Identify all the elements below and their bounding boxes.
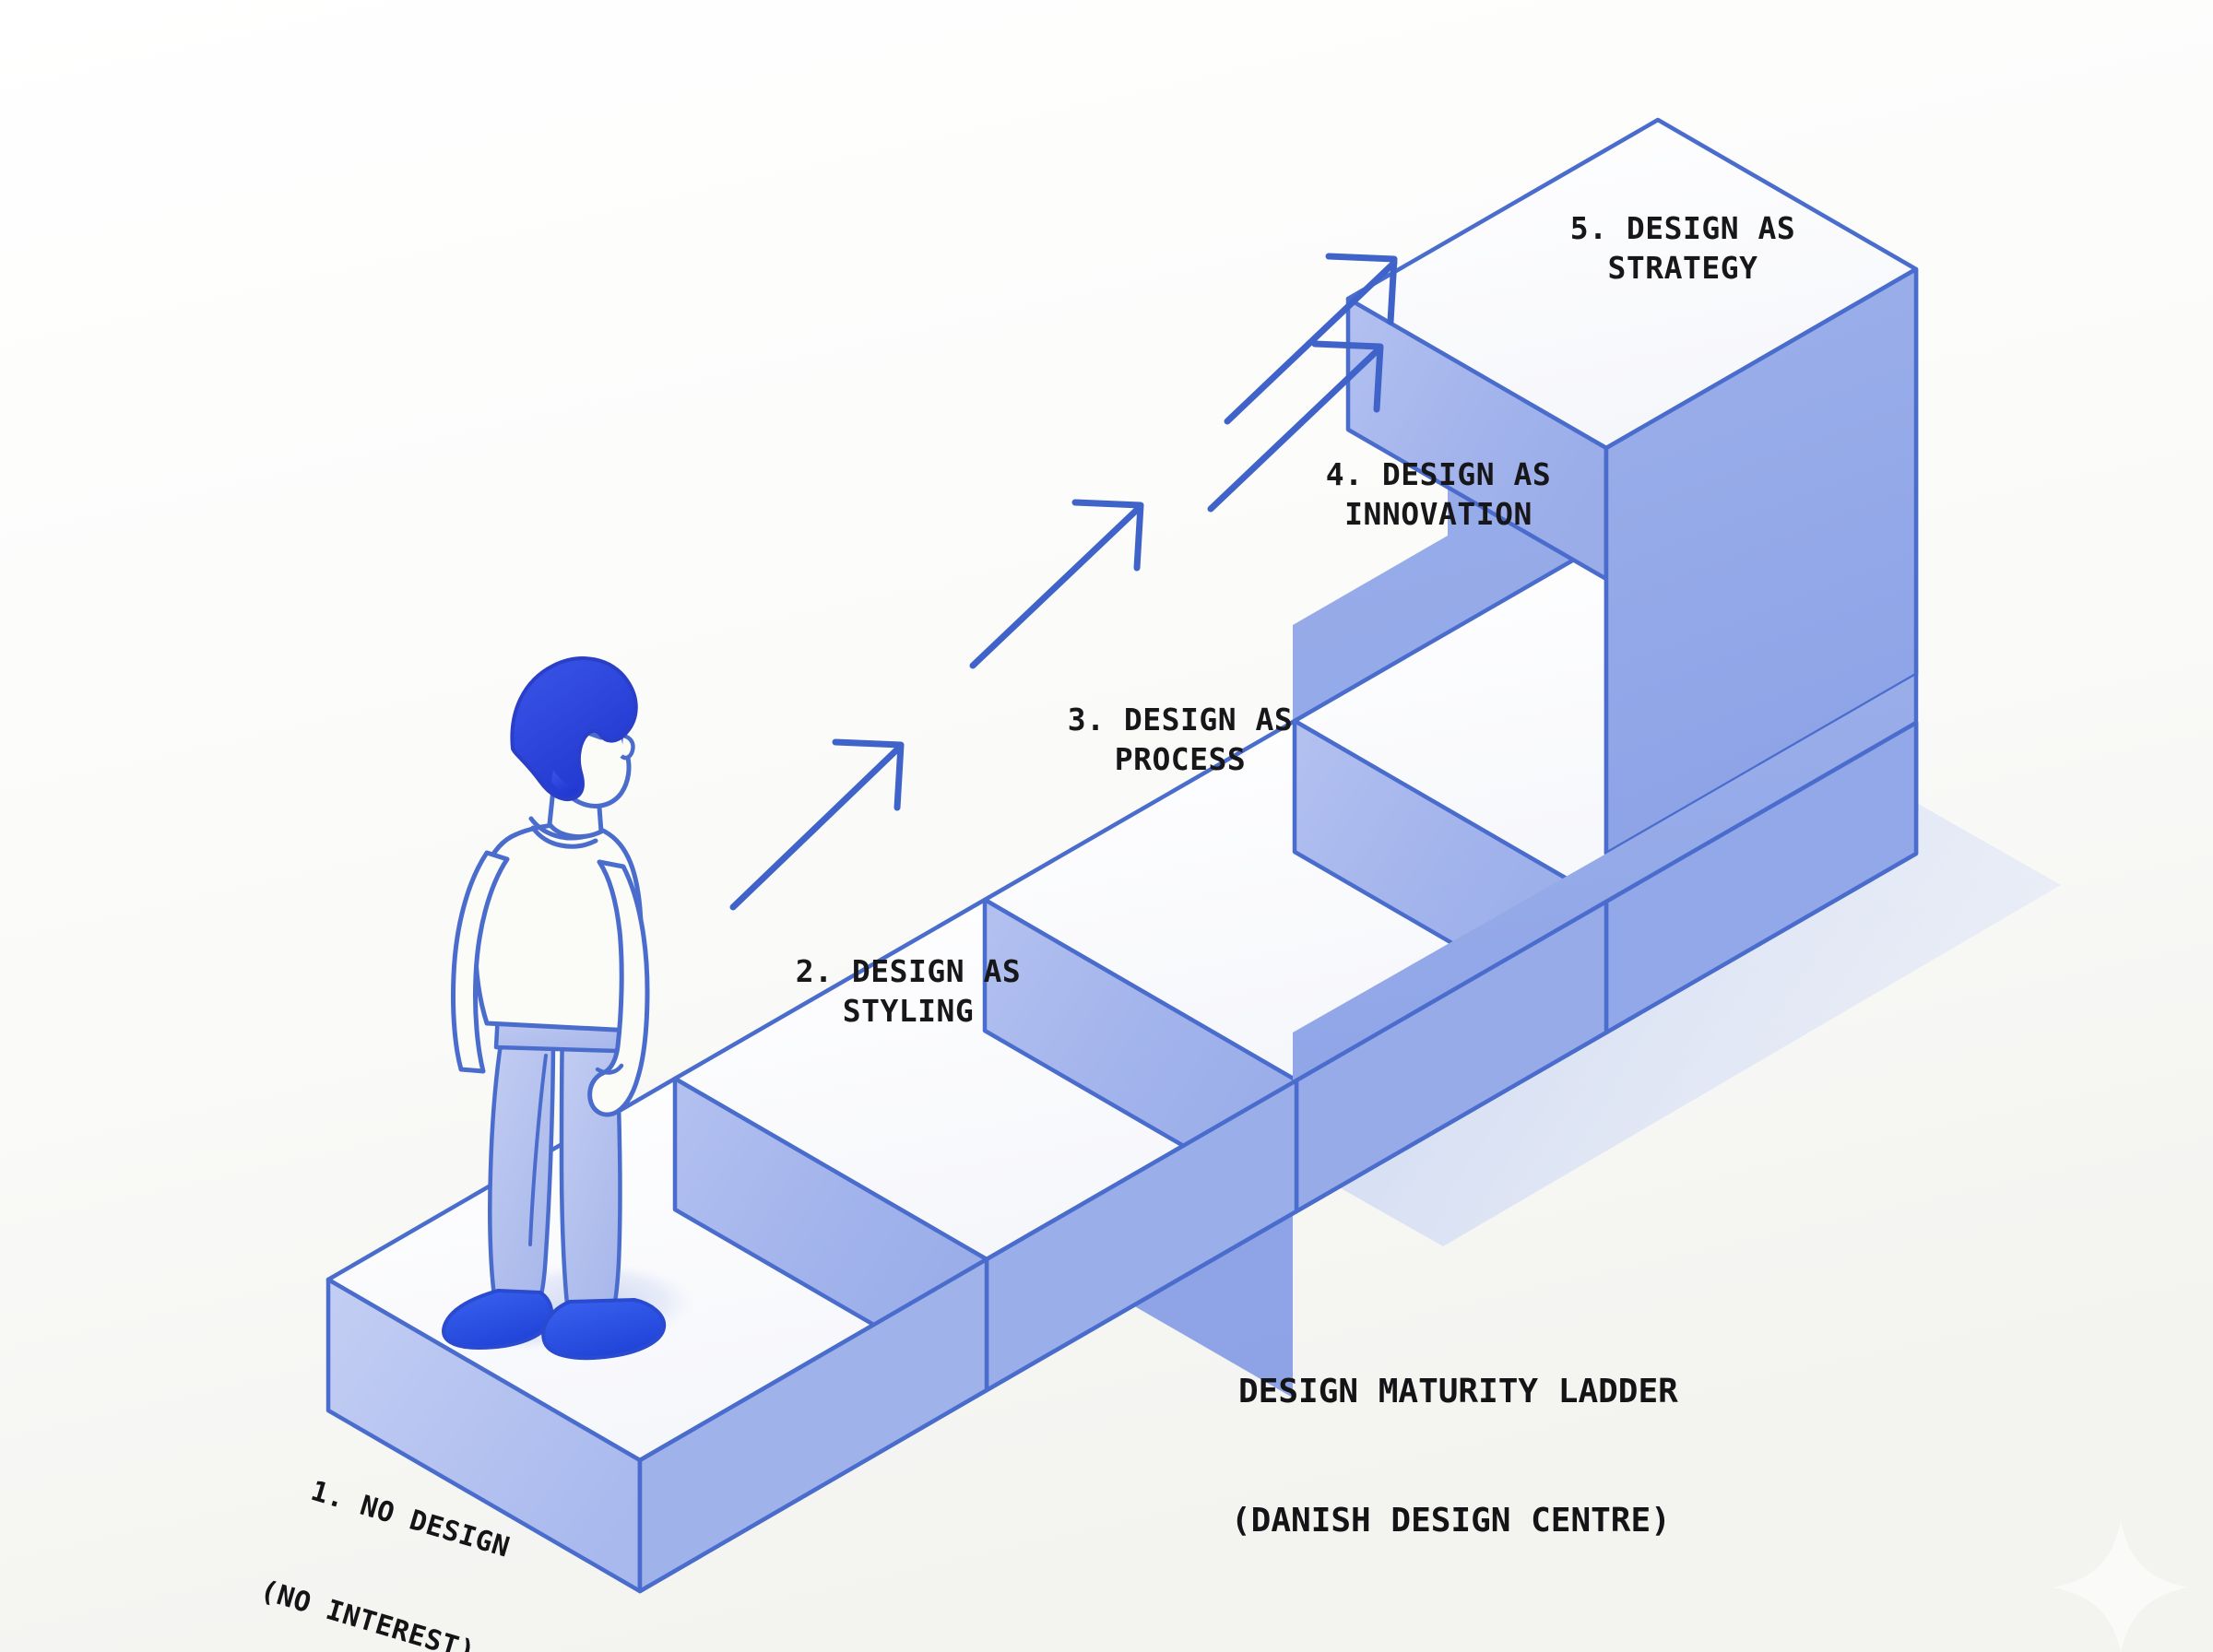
arrow-step-4-to-5-real bbox=[1224, 253, 1398, 425]
arrow-step-2-to-3 bbox=[969, 499, 1144, 669]
arrow-step-3-to-4-v bbox=[1207, 340, 1384, 513]
arrow-step-1-to-2 bbox=[729, 738, 905, 911]
ground-label-line-2: (NO INTEREST) bbox=[256, 1574, 479, 1652]
ground-cast-shadow bbox=[1289, 797, 2061, 1246]
ground-label-line-1: 1. NO DESIGN bbox=[307, 1475, 514, 1564]
caption-title: DESIGN MATURITY LADDER bbox=[1238, 1372, 1678, 1410]
caption-source: (DANISH DESIGN CENTRE) bbox=[1231, 1501, 1671, 1540]
progress-arrows bbox=[729, 253, 1398, 911]
diagram-caption: DESIGN MATURITY LADDER (DANISH DESIGN CE… bbox=[1231, 1284, 1678, 1629]
sparkle-watermark bbox=[2054, 1521, 2187, 1652]
step-faces-restamp bbox=[637, 720, 1919, 1594]
person-figure[interactable] bbox=[442, 656, 667, 1361]
